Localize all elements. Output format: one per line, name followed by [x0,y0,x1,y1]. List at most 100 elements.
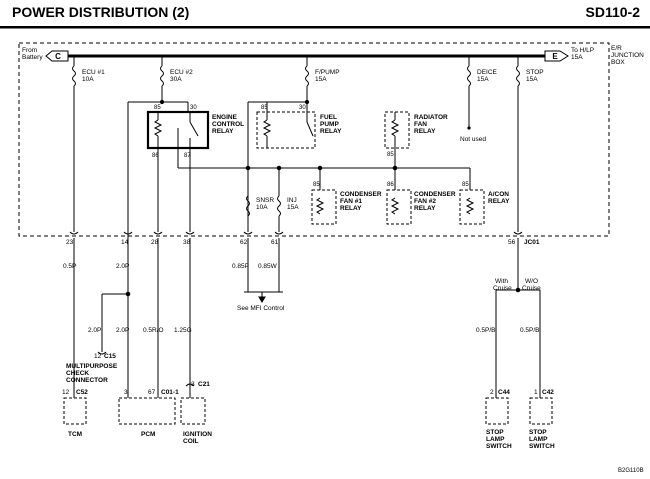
fuse-deice-rating: 15A [477,76,489,83]
mfc-label-3: CONNECTOR [66,377,108,384]
fuse-inj-rating: 15A [287,204,299,211]
wire-pcm-in: 2.0P [116,327,129,334]
ign-conn: C21 [198,381,210,388]
ecr-label-1: ENGINE [212,114,238,121]
sls1-label-1: STOP [486,429,504,436]
fuse-drops [72,56,520,232]
fuel-pump-relay [247,99,316,232]
ecr-pin-85: 85 [154,105,161,111]
from-label-2: Battery [22,54,43,61]
connector-e: E [552,52,558,61]
fuse-ecu2-rating: 30A [170,76,182,83]
mfc-label-2: CHECK [66,370,89,377]
cf1-label-3: RELAY [340,205,362,212]
wire-23: 0.5P [63,263,76,270]
pcm-pin-67: 67 [148,389,156,396]
cf1-label-1: CONDENSER [340,191,382,198]
cf1-pin-85: 85 [313,182,320,188]
footer-code: B2G110B [618,468,644,474]
sls2-label-2: LAMP [529,436,548,443]
sls1-label-2: LAMP [486,436,505,443]
stop-lamp-switches [485,397,553,425]
ecr-pin-86: 86 [152,153,159,159]
ign-pin: 3 [191,381,195,388]
rfr-label-3: RELAY [414,128,436,135]
acr-pin-85: 85 [462,182,469,188]
cf2-label-1: CONDENSER [414,191,456,198]
fuse-stop-name: STOP [526,69,544,76]
jc-pin-38: 38 [183,239,191,246]
ecr-pin-30: 30 [190,105,197,111]
pcm-conn: C01-1 [161,389,179,396]
pcm-module [118,397,176,425]
condenser-fan-1-relay [311,189,337,225]
fuse-snsr-name: SNSR [256,197,274,204]
not-used-terminal [467,126,471,130]
ignition-coil [180,383,206,425]
sls1-conn: C44 [498,389,510,396]
ecr-label-2: CONTROL [212,121,244,128]
tcm-conn: C52 [76,389,88,396]
cf2-label-3: RELAY [414,205,436,212]
tcm-label: TCM [68,431,82,438]
rfr-label-1: RADIATOR [414,114,448,121]
rfr-pin-85: 85 [387,152,394,158]
diagram-code: SD110-2 [585,4,640,20]
to-label-1: To H/LP [571,47,594,54]
pcm-pin-3: 3 [124,389,128,396]
ign-label-2: COIL [183,438,199,445]
to-label-2: 15A [571,54,583,61]
tcm-pin: 12 [62,389,70,396]
multipurpose-check-connector [97,351,107,355]
battery-bus: C E [45,50,569,62]
with-cruise-2: Cruise [493,285,512,292]
fuse-ecu1-name: ECU #1 [82,69,105,76]
jc-pin-14: 14 [121,239,129,246]
acon-relay [459,189,485,225]
fpr-label-2: PUMP [320,121,339,128]
sls1-pin: 2 [490,389,494,396]
wire-28: 0.5R/O [143,327,164,334]
ecr-pin-87: 87 [184,153,191,159]
fuse-inj-name: INJ [287,197,297,204]
see-mfi-control: See MFI Control [237,305,285,312]
relay-87-distribution [178,165,471,232]
cf1-label-2: FAN #1 [340,198,362,205]
wo-cruise-2: Cruise [522,285,541,292]
box-label-2: JUNCTION [611,52,644,59]
acr-label-2: RELAY [488,198,510,205]
lower-wiring [73,238,541,398]
rfr-label-2: FAN [414,121,427,128]
wo-cruise-1: W/O [525,278,538,285]
pcm-label: PCM [141,431,155,438]
with-cruise-1: With [495,278,508,285]
fuse-ecu1-rating: 10A [82,76,94,83]
condenser-fan-2-relay [386,189,412,225]
sls2-pin: 1 [534,389,538,396]
box-label-1: E/R [611,45,622,52]
cf2-label-2: FAN #2 [414,198,436,205]
tcm-module [63,397,87,425]
wire-mfc: 2.0P [88,327,101,334]
jc-pin-28: 28 [151,239,159,246]
radiator-fan-relay [384,111,410,168]
mfc-conn: C15 [104,353,116,360]
fuse-fpump-name: F/PUMP [315,69,340,76]
fuse-ecu2-name: ECU #2 [170,69,193,76]
wire-62: 0.85P [232,263,249,270]
jc01-pins [69,231,523,235]
sls1-label-3: SWITCH [486,443,512,450]
page-title: POWER DISTRIBUTION (2) [12,4,190,20]
wire-61: 0.85W [258,263,278,270]
from-label-1: From [22,47,37,54]
ign-label-1: IGNITION [183,431,212,438]
fpr-pin-85: 85 [261,105,268,111]
fpr-label-3: RELAY [320,128,342,135]
cf2-pin-86: 86 [387,182,394,188]
fuse-fpump-rating: 15A [315,76,327,83]
ecr-label-3: RELAY [212,128,234,135]
mfc-pin: 12 [94,353,102,360]
fuse-stop-rating: 15A [526,76,538,83]
header-rule [0,26,650,29]
